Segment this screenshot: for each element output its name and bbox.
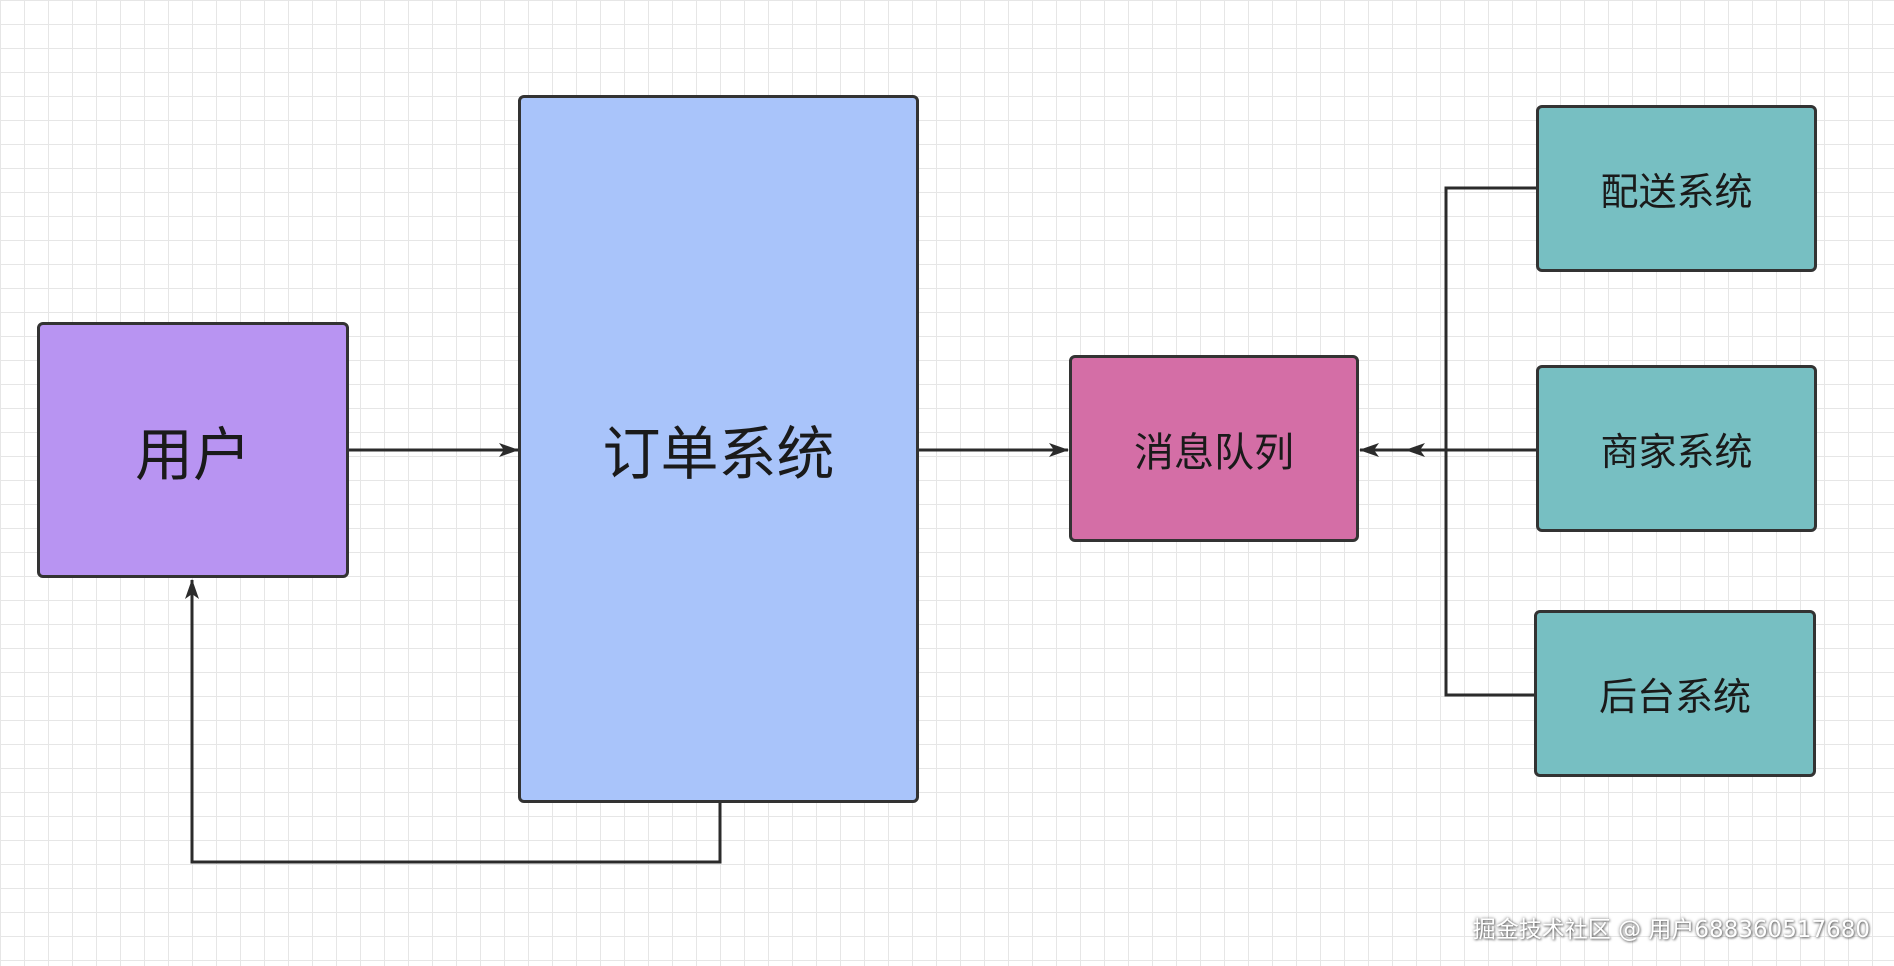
user-node-label: 用户	[134, 421, 251, 489]
user-node: 用户	[37, 322, 349, 578]
merchant-system-node-label: 商家系统	[1600, 430, 1753, 474]
delivery-system-node: 配送系统	[1536, 105, 1817, 272]
message-queue-node: 消息队列	[1069, 355, 1359, 542]
order-system-node: 订单系统	[518, 95, 919, 803]
backend-system-node: 后台系统	[1534, 610, 1816, 777]
edge-delivery-to-mq	[1444, 186, 1536, 450]
edge-backend-to-mq	[1444, 450, 1534, 697]
backend-system-node-label: 后台系统	[1598, 675, 1751, 719]
edge-order-to-user	[185, 579, 722, 864]
message-queue-node-label: 消息队列	[1134, 429, 1294, 476]
delivery-system-node-label: 配送系统	[1600, 170, 1753, 214]
watermark-text: 掘金技术社区 @ 用户688360517680	[1472, 917, 1870, 943]
merchant-system-node: 商家系统	[1536, 365, 1817, 532]
order-system-node-label: 订单系统	[602, 420, 835, 488]
